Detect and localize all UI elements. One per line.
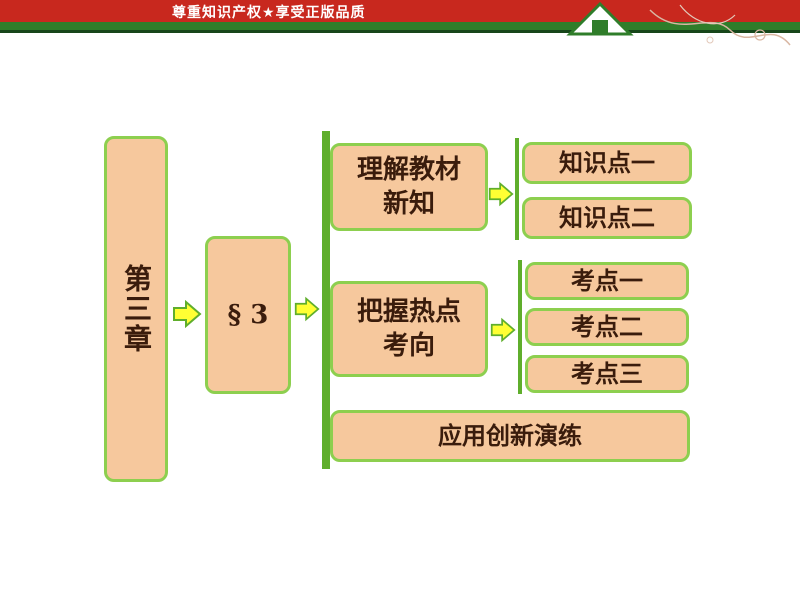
floral-decoration-icon [649,4,791,46]
branch-label: 理解教材新知 [356,155,461,219]
banner-dark-stripe [0,30,800,33]
section-box: § 3 [205,236,291,394]
branch-box-grasp: 把握热点考向 [330,281,488,377]
sub-box-knowledge-1: 知识点一 [522,142,692,184]
bracket-bar [518,260,522,394]
sub-box-knowledge-2: 知识点二 [522,197,692,239]
branch-box-apply: 应用创新演练 [330,410,690,462]
bracket-bar [322,131,330,469]
header-banner: 尊重知识产权★享受正版品质 [0,0,800,46]
banner-green-stripe [0,22,800,30]
arrow-right-icon [294,296,320,322]
branch-label: 把握热点考向 [356,297,461,361]
arrow-right-icon [173,300,202,328]
arrow-right-icon [488,181,514,207]
chapter-box: 第三章 [104,136,168,482]
sub-box-exam-3: 考点三 [525,355,689,393]
house-logo-icon [566,1,634,36]
sub-box-exam-1: 考点一 [525,262,689,300]
bracket-bar [515,138,519,240]
branch-box-understand: 理解教材新知 [330,143,488,231]
sub-box-exam-2: 考点二 [525,308,689,346]
header-slogan: 尊重知识产权★享受正版品质 [172,5,366,21]
arrow-right-icon [490,317,516,343]
